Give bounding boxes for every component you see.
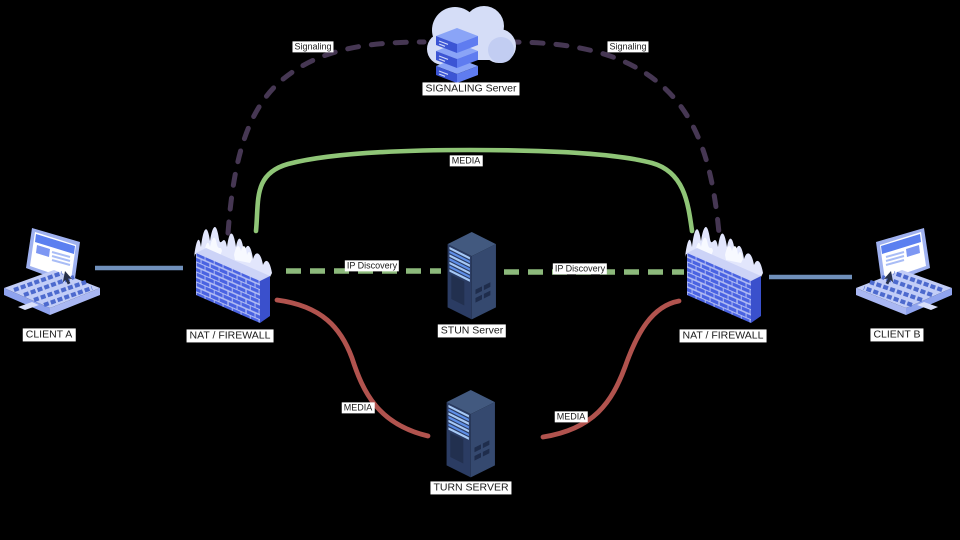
edge-label-media-relay-left: MEDIA (341, 402, 375, 414)
edge-label-media-relay-right: MEDIA (554, 411, 588, 423)
node-label-stun-server: STUN Server (437, 324, 507, 338)
edge-label-ip-discovery-right: IP Discovery (552, 263, 608, 275)
turn-server-icon (446, 390, 495, 478)
node-label-nat-firewall-right: NAT / FIREWALL (679, 329, 767, 343)
client-a-laptop-icon (4, 228, 100, 315)
node-label-nat-firewall-left: NAT / FIREWALL (186, 329, 274, 343)
client-b-laptop-icon (856, 228, 952, 315)
signaling-server-icon (435, 27, 479, 84)
nat-firewall-right-icon (685, 226, 763, 323)
edge-label-signaling-right: Signaling (607, 41, 649, 53)
node-label-client-b: CLIENT B (870, 328, 924, 342)
node-label-turn-server: TURN SERVER (430, 481, 512, 495)
stun-server-icon (447, 232, 496, 320)
node-label-signaling-server: SIGNALING Server (422, 82, 520, 96)
edge-label-ip-discovery-left: IP Discovery (344, 260, 400, 272)
edge-media-relay-right (540, 298, 682, 440)
edge-label-signaling-left: Signaling (292, 41, 334, 53)
edge-media-direct (253, 147, 695, 234)
edge-media-relay-left (274, 297, 431, 439)
edge-signaling-left (225, 39, 427, 236)
node-label-client-a: CLIENT A (22, 328, 76, 342)
edge-label-media-direct: MEDIA (449, 155, 483, 167)
edge-signaling-right (505, 39, 722, 236)
nat-firewall-left-icon (194, 226, 272, 323)
